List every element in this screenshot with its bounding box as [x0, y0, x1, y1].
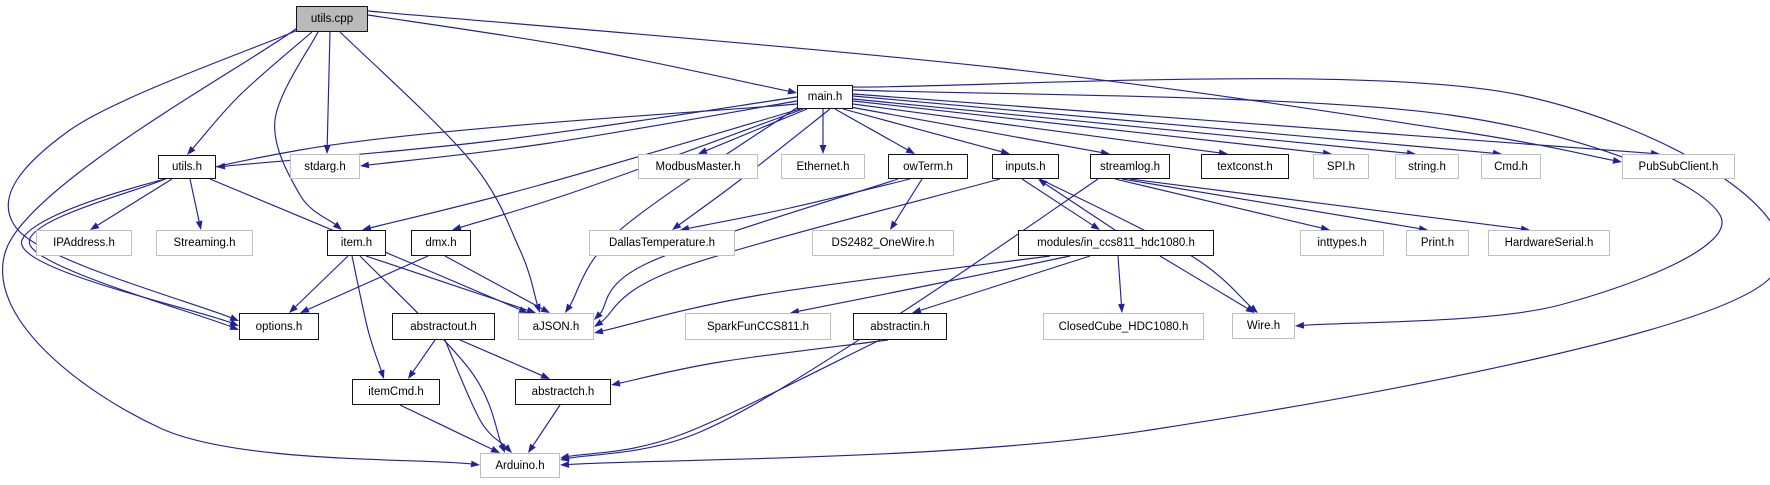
- node-spi-h[interactable]: SPI.h: [1313, 154, 1369, 179]
- node-utils-cpp[interactable]: utils.cpp: [296, 6, 368, 32]
- node-modbusmaster-h[interactable]: ModbusMaster.h: [638, 154, 758, 179]
- edge-abstractout-h-to-abstractch-h: [459, 339, 550, 379]
- node-arduino-h[interactable]: Arduino.h: [480, 453, 560, 478]
- node-owterm-h[interactable]: owTerm.h: [888, 154, 968, 179]
- node-pubsubclient-h[interactable]: PubSubClient.h: [1622, 154, 1735, 179]
- node-print-h[interactable]: Print.h: [1406, 230, 1469, 256]
- node-string-h[interactable]: string.h: [1395, 154, 1459, 179]
- edge-main-h-to-ethernet-h: [819, 108, 827, 154]
- node-ds2482-onewire-h[interactable]: DS2482_OneWire.h: [812, 230, 954, 256]
- edge-utils-h-to-streaming-h: [189, 178, 203, 230]
- edge-dmx-h-to-ajson-h: [444, 255, 550, 313]
- edge-abstractout-h-to-itemcmd-h: [408, 339, 436, 379]
- edge-in-ccs811-to-ajson-h: [594, 255, 1051, 335]
- node-inttypes-h[interactable]: inttypes.h: [1300, 230, 1384, 256]
- edge-utils-cpp-to-stdarg-h: [323, 31, 331, 154]
- edge-utils-cpp-to-options-h: [7, 29, 299, 321]
- edge-main-h-to-item-h: [362, 108, 801, 232]
- edge-utils-h-to-options-h: [29, 178, 239, 330]
- edge-inputs-h-to-in-ccs811: [1021, 178, 1100, 230]
- node-stdarg-h[interactable]: stdarg.h: [290, 154, 360, 179]
- edge-abstractin-h-to-arduino-h: [560, 339, 881, 460]
- node-in-ccs811[interactable]: modules/in_ccs811_hdc1080.h: [1018, 230, 1214, 256]
- edge-in-ccs811-to-sparkfunccs811-h: [790, 255, 1071, 315]
- edge-utils-cpp-to-item-h: [274, 31, 342, 230]
- edge-owterm-h-to-ds2482-onewire-h: [890, 178, 923, 230]
- node-sparkfunccs811-h[interactable]: SparkFunCCS811.h: [685, 313, 831, 340]
- node-ethernet-h[interactable]: Ethernet.h: [781, 154, 865, 179]
- edge-main-h-to-dmx-h: [452, 108, 804, 231]
- edge-item-h-to-arduino-h: [359, 255, 505, 453]
- node-inputs-h[interactable]: inputs.h: [992, 154, 1059, 179]
- edge-main-h-to-wire-h: [852, 89, 1723, 329]
- edge-owterm-h-to-dallastemperature-h: [680, 178, 911, 232]
- edge-item-h-to-options-h: [289, 255, 349, 313]
- node-itemcmd-h[interactable]: itemCmd.h: [352, 379, 440, 405]
- node-item-h[interactable]: item.h: [327, 230, 386, 256]
- node-abstractch-h[interactable]: abstractch.h: [515, 379, 611, 405]
- edge-abstractin-h-to-abstractch-h: [611, 339, 889, 387]
- edge-in-ccs811-to-closedcube-hdc1080-h: [1117, 255, 1125, 313]
- edge-utils-h-to-ipaddress-h: [90, 178, 173, 230]
- node-utils-h[interactable]: utils.h: [158, 155, 216, 179]
- edge-utils-cpp-to-utils-h: [187, 31, 313, 155]
- edge-main-h-to-owterm-h: [834, 108, 915, 154]
- node-main-h[interactable]: main.h: [797, 85, 853, 109]
- node-streaming-h[interactable]: Streaming.h: [156, 230, 253, 256]
- edge-in-ccs811-to-wire-h: [1159, 255, 1255, 313]
- node-abstractout-h[interactable]: abstractout.h: [392, 313, 495, 340]
- node-hardwareserial-h[interactable]: HardwareSerial.h: [1488, 230, 1610, 256]
- node-closedcube-hdc1080-h[interactable]: ClosedCube_HDC1080.h: [1043, 313, 1204, 340]
- edge-main-h-to-arduino-h: [560, 78, 1770, 468]
- node-options-h[interactable]: options.h: [239, 313, 319, 340]
- node-textconst-h[interactable]: textconst.h: [1201, 154, 1289, 179]
- node-dallastemperature-h[interactable]: DallasTemperature.h: [589, 230, 735, 256]
- edge-dmx-h-to-options-h: [300, 255, 429, 313]
- node-abstractin-h[interactable]: abstractin.h: [853, 313, 947, 340]
- edge-main-h-to-stdarg-h: [360, 100, 798, 169]
- edge-main-h-to-ajson-h: [565, 106, 799, 313]
- node-wire-h[interactable]: Wire.h: [1232, 313, 1295, 339]
- node-ipaddress-h[interactable]: IPAddress.h: [36, 230, 132, 256]
- edge-item-h-to-ajson-h: [365, 255, 536, 314]
- edge-abstractch-h-to-arduino-h: [528, 404, 561, 453]
- edge-in-ccs811-to-abstractin-h: [912, 255, 1091, 314]
- node-ajson-h[interactable]: aJSON.h: [518, 313, 594, 340]
- edge-itemcmd-h-to-arduino-h: [399, 404, 500, 453]
- edge-abstractout-h-to-arduino-h: [444, 339, 512, 453]
- edge-item-h-to-itemcmd-h: [351, 255, 385, 379]
- node-cmd-h[interactable]: Cmd.h: [1481, 154, 1541, 179]
- node-dmx-h[interactable]: dmx.h: [411, 230, 471, 256]
- edge-streamlog-h-to-inttypes-h: [1114, 178, 1330, 232]
- node-streamlog-h[interactable]: streamlog.h: [1090, 154, 1170, 179]
- edge-main-h-to-modbusmaster-h: [698, 108, 808, 154]
- edge-utils-cpp-to-arduino-h: [2, 25, 480, 468]
- edge-main-h-to-inputs-h: [842, 108, 1010, 155]
- edge-utils-cpp-to-main-h: [367, 14, 797, 95]
- edge-main-h-to-dallastemperature-h: [672, 108, 831, 230]
